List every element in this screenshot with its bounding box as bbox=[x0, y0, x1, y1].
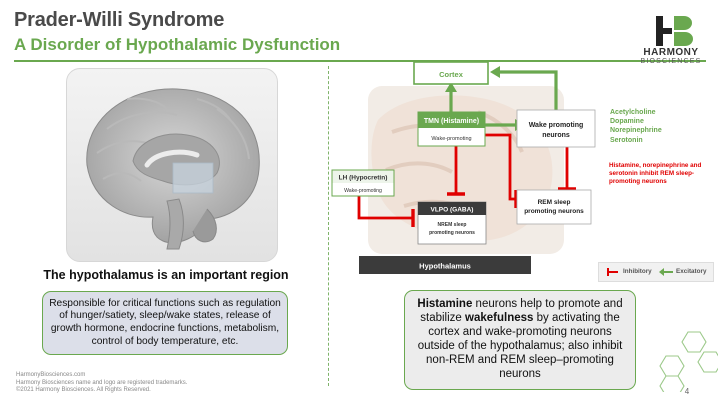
hypothalamus-label: Hypothalamus bbox=[419, 262, 471, 271]
inhibitory-lines bbox=[357, 133, 569, 220]
tmn-subtitle: Wake-promoting bbox=[431, 136, 471, 142]
lh-subtitle: Wake-promoting bbox=[344, 188, 382, 194]
page-title: Prader-Willi Syndrome bbox=[14, 9, 225, 31]
page-number: 4 bbox=[684, 387, 690, 396]
hypothalamus-bar bbox=[359, 256, 531, 274]
rem-box bbox=[516, 189, 592, 225]
inhibition-note: Histamine, norepinephrine and serotonin … bbox=[609, 162, 702, 185]
histamine-term: Histamine bbox=[417, 298, 473, 310]
footer-trademark: Harmony Biosciences name and logo are re… bbox=[16, 379, 188, 386]
wakefulness-term: wakefulness bbox=[465, 312, 534, 324]
excitatory-legend-label: Excitatory bbox=[676, 268, 707, 275]
vlpo-title: VLPO (GABA) bbox=[431, 207, 474, 214]
inhibitory-bars bbox=[411, 187, 576, 227]
neurotransmitter-item: Acetylcholine bbox=[610, 109, 656, 116]
lh-box bbox=[331, 169, 395, 197]
lh-title: LH (Hypocretin) bbox=[339, 175, 388, 182]
hexagon-decoration-icon bbox=[659, 331, 718, 392]
neurotransmitter-item: Dopamine bbox=[610, 118, 644, 126]
inhibitory-legend-icon bbox=[607, 268, 618, 276]
hypothalamus-description: Responsible for critical functions such … bbox=[49, 297, 281, 347]
excitatory-legend-icon bbox=[659, 268, 673, 276]
rem-label-line2: promoting neurons bbox=[524, 208, 584, 215]
vlpo-subtitle-line1: NREM sleep bbox=[438, 222, 467, 228]
logo-wordmark: HARMONY bbox=[643, 47, 699, 58]
title-underline bbox=[14, 60, 706, 62]
excitatory-arrows bbox=[449, 70, 558, 127]
rem-label-line1: REM sleep bbox=[538, 199, 571, 206]
vlpo-subtitle-line2: promoting neurons bbox=[429, 230, 475, 236]
diagram-legend: Inhibitory Excitatory bbox=[598, 262, 714, 282]
neurotransmitter-list: Acetylcholine Dopamine Norepinephrine Se… bbox=[610, 108, 662, 145]
section-divider bbox=[328, 66, 329, 386]
footer: HarmonyBiosciences.com Harmony Bioscienc… bbox=[16, 372, 187, 395]
vlpo-title-bar bbox=[418, 202, 486, 215]
brain-image bbox=[66, 68, 278, 262]
cortex-label: Cortex bbox=[439, 70, 464, 79]
neurotransmitter-item: Serotonin bbox=[610, 136, 643, 144]
brain-illustration-icon bbox=[86, 88, 260, 250]
hypothalamus-heading: The hypothalamus is an important region bbox=[43, 268, 289, 282]
histamine-description-box: Histamine neurons help to promote and st… bbox=[404, 290, 636, 390]
harmony-logo-icon bbox=[656, 16, 693, 46]
neurotransmitter-item: Norepinephrine bbox=[610, 127, 662, 135]
footer-website: HarmonyBiosciences.com bbox=[16, 372, 86, 378]
logo-subtext: BIOSCIENCES bbox=[640, 58, 702, 65]
histamine-desc-rest: by activating the cortex and wake-promot… bbox=[417, 312, 623, 380]
wake-neurons-label-line1: Wake promoting bbox=[529, 122, 584, 129]
page-subtitle: A Disorder of Hypothalamic Dysfunction bbox=[14, 35, 341, 54]
wake-neurons-box bbox=[516, 109, 596, 148]
lh-title-bar bbox=[332, 170, 394, 183]
tmn-title: TMN (Histamine) bbox=[424, 118, 479, 125]
footer-copyright: ©2021 Harmony Biosciences. All Rights Re… bbox=[16, 387, 151, 393]
hypothalamus-description-box: Responsible for critical functions such … bbox=[42, 291, 288, 355]
inhibitory-legend-label: Inhibitory bbox=[623, 268, 652, 275]
cortex-box bbox=[413, 61, 489, 85]
histamine-desc-part: neurons help to promote and stabilize bbox=[420, 298, 623, 324]
tmn-title-bar bbox=[418, 112, 485, 128]
wake-neurons-label-line2: neurons bbox=[542, 132, 570, 139]
